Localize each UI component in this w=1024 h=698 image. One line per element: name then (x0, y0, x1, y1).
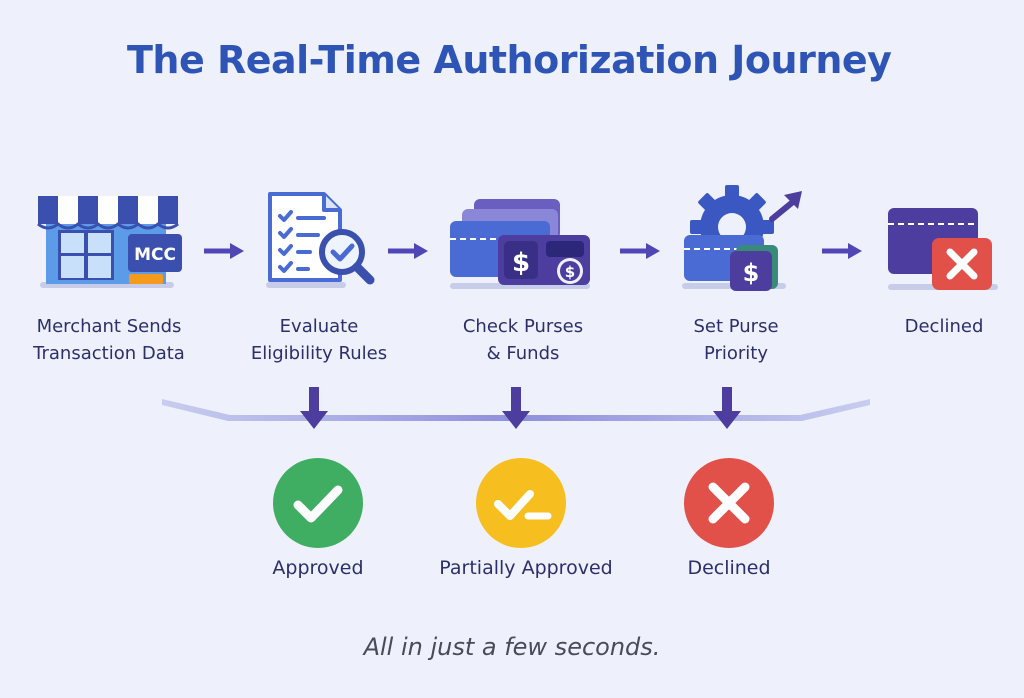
wallet-cards-icon: $ $ (450, 199, 590, 289)
flow-arrow (388, 243, 428, 259)
down-arrow (713, 387, 741, 429)
step-label-declined: Declined (904, 316, 984, 337)
outcome-label-partial: Partially Approved (439, 557, 613, 579)
svg-text:$: $ (565, 263, 575, 281)
declined-card-icon (888, 208, 998, 290)
footer-tagline: All in just a few seconds. (363, 633, 661, 661)
down-arrow (502, 387, 530, 429)
storefront-icon: MCC (37, 196, 182, 288)
svg-text:$: $ (512, 248, 530, 278)
down-arrow (300, 387, 328, 429)
outcome-label-declined: Declined (687, 557, 771, 579)
flow-arrow (204, 243, 244, 259)
svg-text:$: $ (743, 259, 760, 287)
check-circle-icon (273, 458, 363, 548)
checklist-magnifier-icon (266, 192, 375, 288)
flow-arrow (620, 243, 660, 259)
partial-check-circle-icon (476, 458, 566, 548)
mcc-badge: MCC (134, 245, 176, 265)
gear-wallet-icon: $ (682, 185, 802, 291)
flow-arrow (822, 243, 862, 259)
x-circle-icon (684, 458, 774, 548)
step-label-purses: Check Purses& Funds (462, 316, 584, 364)
page-title: The Real-Time Authorization Journey (127, 38, 892, 82)
outcome-label-approved: Approved (272, 557, 364, 579)
branch-bar (162, 387, 870, 429)
